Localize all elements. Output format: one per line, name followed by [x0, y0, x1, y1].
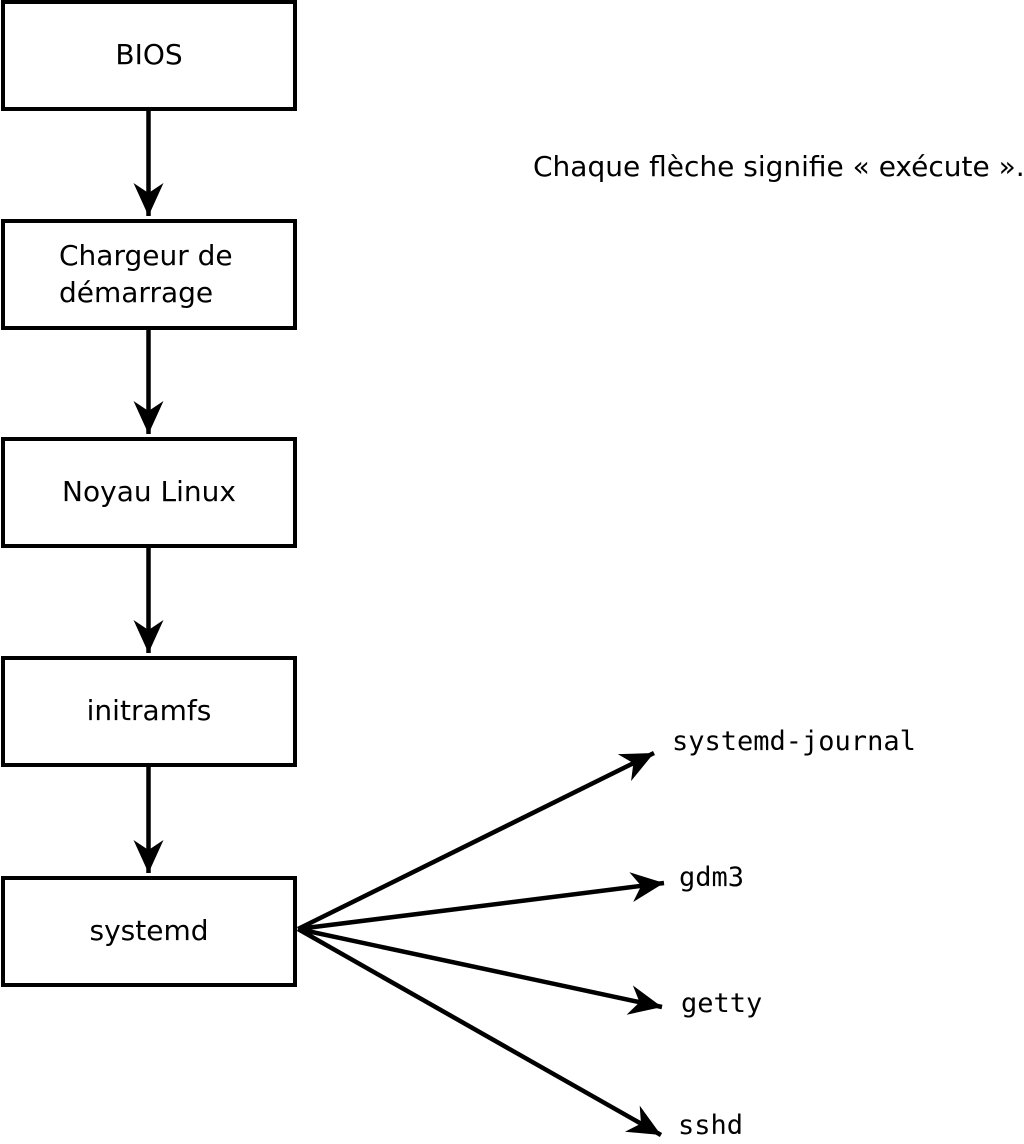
node-initramfs: initramfs [1, 656, 297, 767]
node-initramfs-label: initramfs [86, 694, 212, 728]
arrow-systemd-to-sshd [296, 927, 663, 1137]
node-systemd-label: systemd [89, 914, 209, 948]
node-kernel-label: Noyau Linux [62, 475, 236, 509]
node-systemd: systemd [1, 876, 297, 987]
node-bootloader-label: Chargeur de démarrage [59, 239, 233, 309]
service-label-gdm3: gdm3 [679, 862, 745, 893]
arrow-systemd-to-gdm3 [297, 872, 665, 932]
node-kernel: Noyau Linux [1, 437, 297, 548]
diagram-caption: Chaque flèche signifie « exécute ». [533, 150, 1024, 183]
arrow-systemd-to-getty [297, 926, 663, 1015]
service-label-getty: getty [681, 988, 763, 1019]
service-label-sshd: sshd [678, 1110, 744, 1141]
node-bios-label: BIOS [115, 38, 183, 72]
node-bootloader: Chargeur de démarrage [1, 219, 297, 330]
arrow-systemd-to-journal [297, 750, 655, 932]
node-bios: BIOS [1, 0, 297, 111]
service-label-systemd-journal: systemd-journal [672, 726, 916, 757]
